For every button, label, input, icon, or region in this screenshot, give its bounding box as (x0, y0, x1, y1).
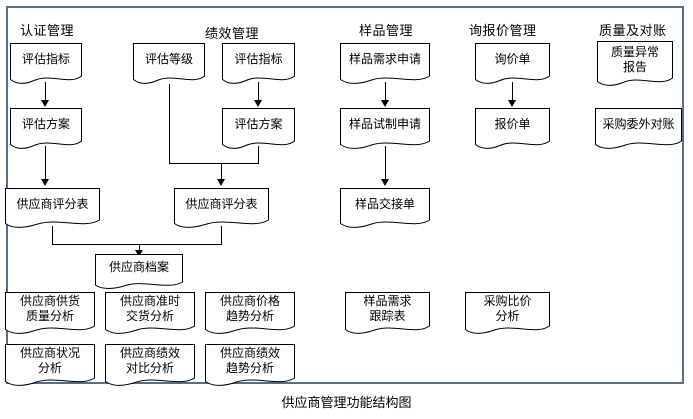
connector-junction-performance (169, 163, 259, 164)
connector-merge-bar (52, 244, 222, 245)
node-评估等级[interactable]: 评估等级 (133, 43, 205, 85)
node-采购委外对账[interactable]: 采购委外对账 (595, 108, 682, 150)
arrowhead-merge-n15 (135, 250, 143, 257)
node-评估方案-certification[interactable]: 评估方案 (10, 108, 82, 150)
connector-n5-n10 (512, 82, 513, 102)
arrowhead-n9-n14 (381, 179, 389, 186)
connector-n9-n14 (385, 146, 386, 181)
node-供应商绩效对比分析[interactable]: 供应商绩效 对比分析 (105, 344, 195, 387)
node-质量异常报告[interactable]: 质量异常 报告 (597, 41, 673, 87)
node-评估指标-certification[interactable]: 评估指标 (10, 43, 82, 85)
node-样品需求跟踪表[interactable]: 样品需求 跟踪表 (345, 292, 430, 335)
arrowhead-n7-n12 (41, 179, 49, 186)
node-供应商评分表-certification[interactable]: 供应商评分表 (5, 188, 100, 229)
node-供应商供货质量分析[interactable]: 供应商供货 质量分析 (5, 292, 95, 335)
connector-n1-n7 (45, 82, 46, 102)
node-评估指标-performance[interactable]: 评估指标 (222, 43, 295, 85)
connector-n12-merge (52, 226, 53, 244)
arrowhead-n3-n8 (254, 100, 262, 107)
column-header-sample: 样品管理 (359, 24, 414, 39)
connector-n4-n9 (385, 82, 386, 102)
column-header-quality: 质量及对账 (599, 24, 667, 39)
connector-junction-n13 (221, 163, 222, 181)
node-供应商评分表-performance[interactable]: 供应商评分表 (174, 188, 269, 229)
node-采购比价分析[interactable]: 采购比价 分析 (465, 292, 550, 335)
node-供应商准时交货分析[interactable]: 供应商准时 交货分析 (105, 292, 195, 335)
node-询价单[interactable]: 询价单 (475, 43, 550, 85)
connector-n8-junction (258, 146, 259, 163)
arrowhead-n4-n9 (381, 100, 389, 107)
node-供应商价格趋势分析[interactable]: 供应商价格 趋势分析 (205, 292, 295, 335)
connector-n2-junction (169, 84, 170, 163)
column-header-performance: 绩效管理 (205, 27, 260, 42)
node-评估方案-performance[interactable]: 评估方案 (222, 108, 295, 150)
node-供应商绩效趋势分析[interactable]: 供应商绩效 趋势分析 (205, 344, 295, 387)
connector-n3-n8 (258, 82, 259, 102)
column-header-quotation: 询报价管理 (469, 24, 537, 39)
arrowhead-n5-n10 (508, 100, 516, 107)
node-报价单[interactable]: 报价单 (475, 108, 550, 150)
node-样品交接单[interactable]: 样品交接单 (340, 188, 430, 229)
column-header-certification: 认证管理 (20, 24, 75, 39)
node-供应商状况分析[interactable]: 供应商状况 分析 (5, 344, 95, 387)
arrowhead-junction-n13 (217, 179, 225, 186)
connector-merge-n15 (139, 244, 140, 254)
arrowhead-n1-n7 (41, 100, 49, 107)
node-样品需求申请[interactable]: 样品需求申请 (340, 43, 430, 85)
connector-n7-n12 (45, 146, 46, 181)
diagram-caption: 供应商管理功能结构图 (281, 396, 412, 411)
node-供应商档案[interactable]: 供应商档案 (95, 254, 183, 290)
node-样品试制申请[interactable]: 样品试制申请 (340, 108, 430, 150)
connector-n13-merge (221, 226, 222, 244)
